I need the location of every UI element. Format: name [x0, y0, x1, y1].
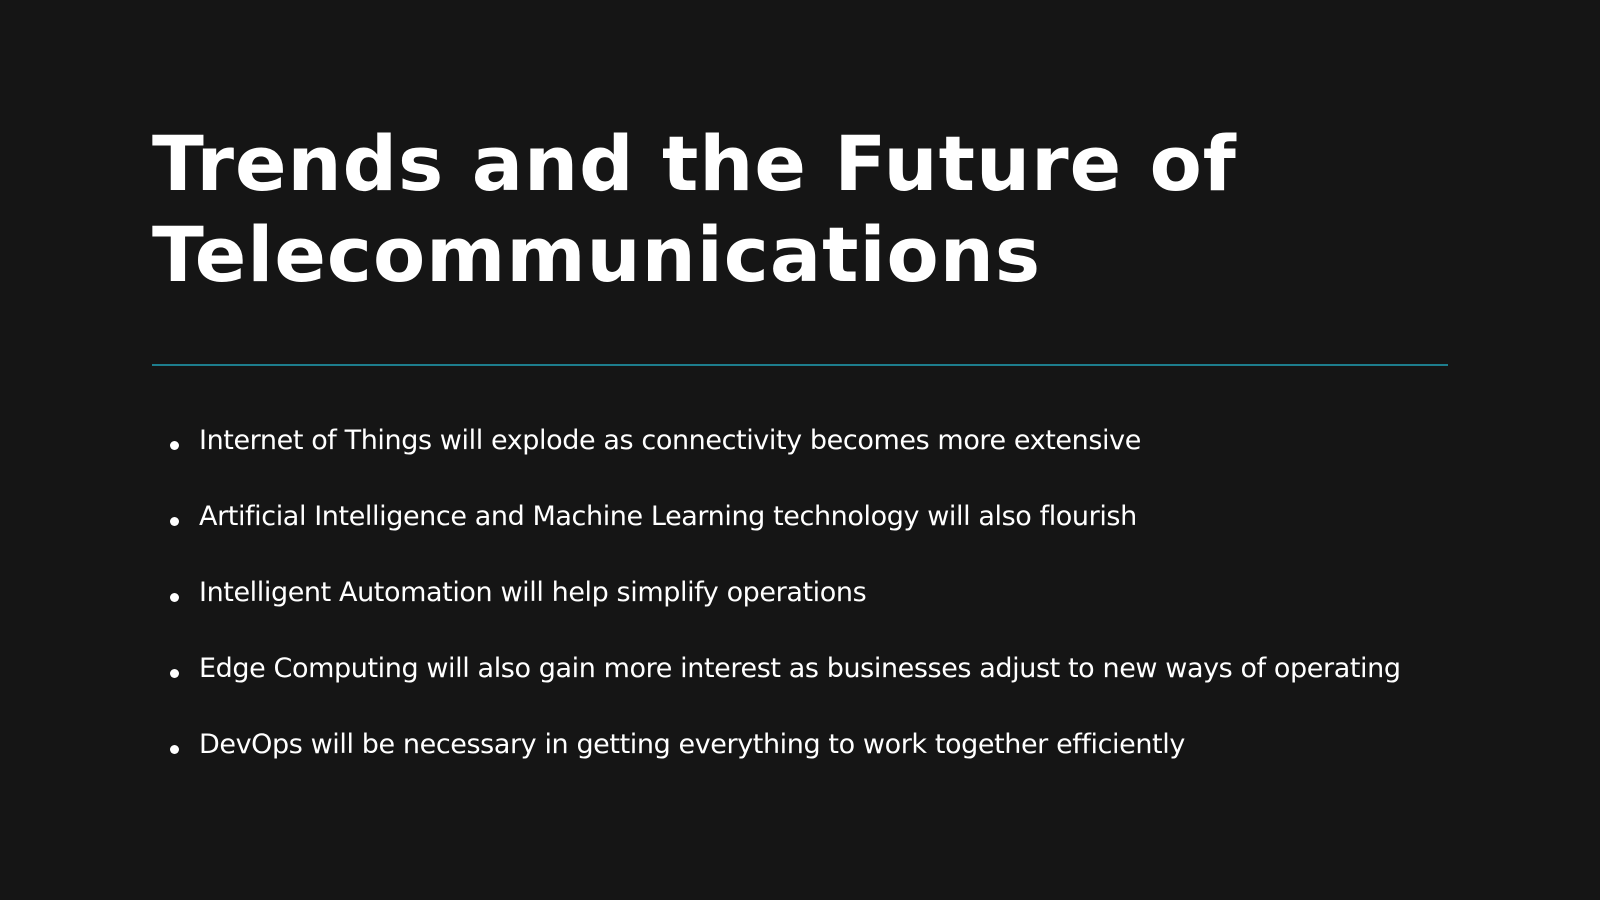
bullet-text: Edge Computing will also gain more inter…	[199, 653, 1401, 684]
bullet-item: Edge Computing will also gain more inter…	[170, 648, 1470, 724]
bullet-item: Artificial Intelligence and Machine Lear…	[170, 496, 1470, 572]
bullet-text: DevOps will be necessary in getting ever…	[199, 729, 1185, 760]
bullet-item: Internet of Things will explode as conne…	[170, 420, 1470, 496]
bullet-list: Internet of Things will explode as conne…	[170, 420, 1470, 800]
bullet-text: Intelligent Automation will help simplif…	[199, 577, 867, 608]
slide-title-line-1: Trends and the Future of	[152, 119, 1237, 208]
bullet-dot-icon	[170, 441, 179, 450]
bullet-text: Artificial Intelligence and Machine Lear…	[199, 501, 1137, 532]
slide-title: Trends and the Future of Telecommunicati…	[152, 118, 1432, 300]
bullet-item: Intelligent Automation will help simplif…	[170, 572, 1470, 648]
bullet-dot-icon	[170, 517, 179, 526]
bullet-dot-icon	[170, 745, 179, 754]
bullet-item: DevOps will be necessary in getting ever…	[170, 724, 1470, 800]
bullet-dot-icon	[170, 669, 179, 678]
title-divider	[152, 364, 1448, 366]
slide-title-line-2: Telecommunications	[152, 210, 1042, 299]
bullet-dot-icon	[170, 593, 179, 602]
bullet-text: Internet of Things will explode as conne…	[199, 425, 1141, 456]
